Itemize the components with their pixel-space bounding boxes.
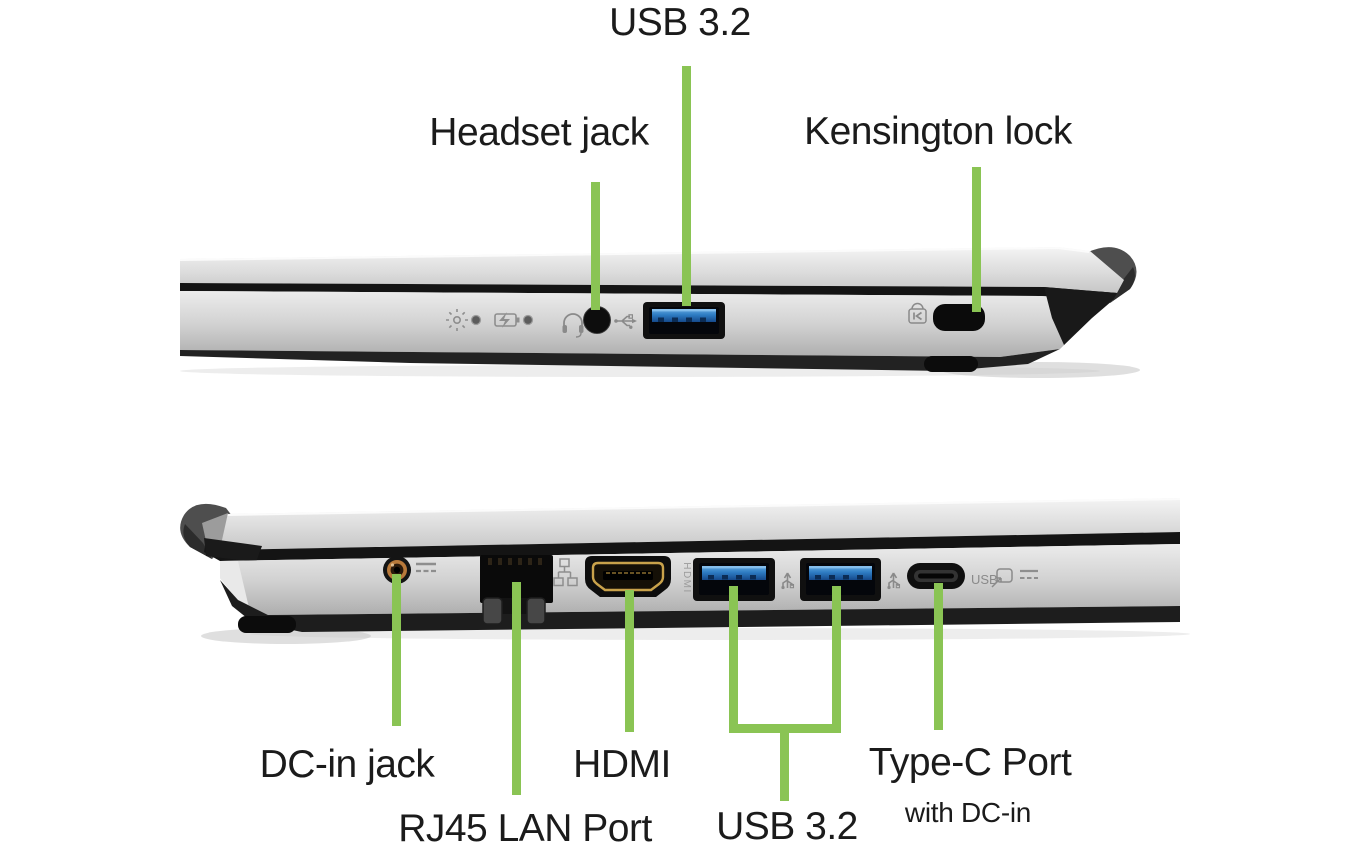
power-indicator-icon: [446, 309, 468, 331]
callout-line-usb2: [832, 586, 841, 733]
laptop-bottom-view: HDMI: [180, 498, 1190, 644]
lid-edge: [180, 247, 1124, 293]
lid-body-gap: [180, 283, 1117, 300]
hdmi-port: [585, 556, 671, 597]
callout-line-rj45: [512, 582, 521, 795]
battery-indicator-icon: [494, 312, 520, 328]
callout-bracket-usb32: [729, 724, 841, 733]
label-dc-in-jack: DC-in jack: [259, 743, 435, 786]
lan-network-icon: [553, 558, 578, 587]
label-rj45-lan-port: RJ45 LAN Port: [398, 807, 652, 850]
usb-ss-logo: USB: [971, 572, 998, 587]
usb-icon: [887, 572, 901, 590]
label-usb32-bottom: USB 3.2: [716, 805, 858, 848]
callout-line-type-c: [934, 583, 943, 730]
usb-a-port: [643, 302, 725, 339]
headset-jack-hole: [583, 306, 611, 334]
callout-line-kensington: [972, 167, 981, 312]
callout-line-dc-in: [392, 574, 401, 726]
callout-line-hdmi: [625, 590, 634, 732]
usb-ss-logo-icon: [991, 568, 1013, 588]
underside: [180, 349, 1060, 371]
usb-type-c-port: [907, 563, 965, 589]
usb-a-port: [693, 558, 775, 601]
usb-icon: [781, 572, 795, 590]
hdmi-engraving: HDMI: [681, 562, 692, 594]
usb-a-port: [800, 558, 881, 601]
label-headset-jack: Headset jack: [429, 111, 649, 154]
label-usb32-top: USB 3.2: [609, 1, 751, 44]
lid-body-gap: [204, 532, 1180, 561]
label-hdmi: HDMI: [573, 743, 671, 786]
rubber-foot: [924, 356, 978, 372]
callout-stem-usb32: [780, 733, 789, 801]
rubber-foot: [238, 616, 296, 633]
dc-in-icon: [1020, 569, 1038, 579]
kensington-lock-icon: [908, 302, 927, 324]
power-led: [470, 314, 482, 326]
callout-line-usb1: [729, 586, 738, 733]
headset-icon: [562, 313, 584, 338]
label-type-c-with-dc-in: with DC-in: [904, 797, 1032, 828]
shadow: [250, 628, 1190, 640]
dc-in-icon: [416, 562, 436, 573]
label-type-c-port: Type-C Port: [868, 741, 1072, 784]
usb-icon: [614, 314, 637, 329]
laptop-top-view: [179, 246, 1140, 378]
battery-led: [522, 314, 534, 326]
callout-line-usb32-top: [682, 66, 691, 306]
label-kensington-lock: Kensington lock: [804, 110, 1072, 153]
callout-line-headset: [591, 182, 600, 310]
